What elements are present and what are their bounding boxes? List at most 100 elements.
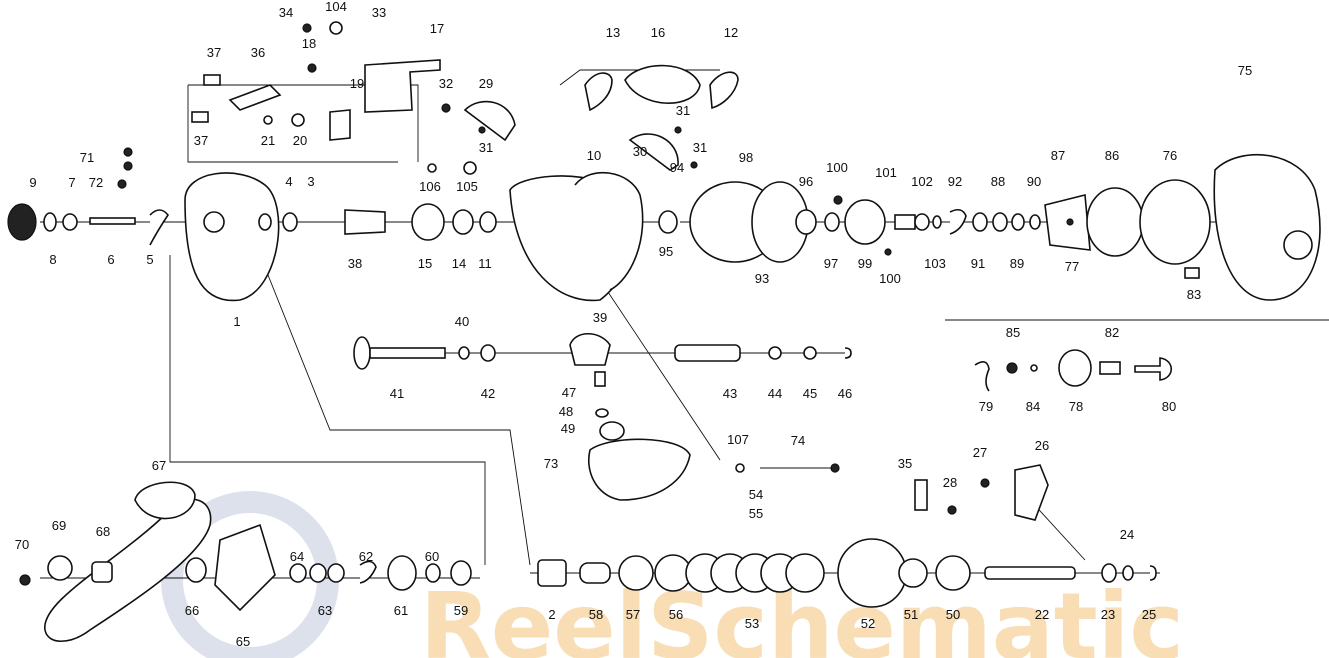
star-drag-9	[7, 203, 37, 241]
part-label-p31c: 31	[479, 140, 493, 155]
bearing-59	[450, 560, 472, 586]
part-label-p87: 87	[1051, 148, 1065, 163]
part-label-p28: 28	[943, 475, 957, 490]
group-bracket-top	[188, 84, 419, 162]
part-label-p65: 65	[236, 634, 250, 649]
screw-31c	[478, 126, 486, 134]
clip-103	[932, 215, 942, 229]
part-label-p103: 103	[924, 256, 946, 271]
part-label-p72: 72	[89, 175, 103, 190]
pawl-47	[594, 371, 606, 387]
screw-18	[307, 63, 317, 73]
washer-105	[463, 161, 477, 175]
handle-hub-65	[214, 523, 276, 612]
screw-28	[947, 505, 957, 515]
washer-8	[43, 212, 57, 232]
part-label-p27: 27	[973, 445, 987, 460]
part-label-p8: 8	[49, 252, 56, 267]
washer-63a	[309, 563, 327, 583]
clip-62	[359, 560, 377, 584]
part-label-p31b: 31	[693, 140, 707, 155]
part-label-p49: 49	[561, 421, 575, 436]
bearing-95	[658, 210, 678, 234]
part-label-p37a: 37	[207, 45, 221, 60]
part-label-p45: 45	[803, 386, 817, 401]
clip-25	[1149, 565, 1157, 581]
screw-100b	[884, 248, 892, 256]
clip-106	[427, 163, 437, 173]
screw-27	[980, 478, 990, 488]
screw-70	[19, 574, 31, 586]
clip-46	[844, 347, 852, 359]
part-label-p32: 32	[439, 76, 453, 91]
part-label-p78: 78	[1069, 399, 1083, 414]
washer-51	[898, 558, 928, 588]
clip-21	[263, 115, 273, 125]
bearing-96	[795, 209, 817, 235]
part-label-p105: 105	[456, 179, 478, 194]
bearing-4	[282, 212, 298, 232]
part-shapes	[7, 21, 1321, 643]
part-label-p90: 90	[1027, 174, 1041, 189]
ring-60	[425, 563, 441, 583]
nut-68	[91, 561, 113, 583]
clip-5	[149, 209, 169, 246]
part-label-p17: 17	[430, 21, 444, 36]
part-label-p75: 75	[1238, 63, 1252, 78]
part-label-p34: 34	[279, 5, 293, 20]
ring-90	[1029, 214, 1041, 230]
washer-63b	[327, 563, 345, 583]
part-label-p23: 23	[1101, 607, 1115, 622]
part-label-p16: 16	[651, 25, 665, 40]
bearing-42	[480, 344, 496, 362]
part-label-p64: 64	[290, 549, 304, 564]
part-label-p35: 35	[898, 456, 912, 471]
cover-knob	[1283, 230, 1313, 260]
guide-39	[569, 332, 611, 366]
washer-107	[735, 463, 745, 473]
washer-48	[595, 408, 609, 418]
part-label-p14: 14	[452, 256, 466, 271]
part-label-p4: 4	[285, 174, 292, 189]
part-label-p96: 96	[799, 174, 813, 189]
bearing-88	[992, 212, 1008, 232]
clip-84	[1030, 364, 1038, 372]
bearing-2	[537, 559, 567, 587]
part-label-p77: 77	[1065, 259, 1079, 274]
part-label-p88: 88	[991, 174, 1005, 189]
part-label-p29: 29	[479, 76, 493, 91]
part-label-p33: 33	[372, 5, 386, 20]
washer-89	[1011, 213, 1025, 231]
part-label-p69: 69	[52, 518, 66, 533]
part-label-p39: 39	[593, 310, 607, 325]
washer-40	[458, 346, 470, 360]
knob-78	[1058, 349, 1092, 387]
cap-49	[599, 421, 625, 441]
cover-12	[709, 71, 739, 110]
part-label-p36: 36	[251, 45, 265, 60]
spring-35	[914, 479, 928, 511]
part-label-p30: 30	[633, 144, 647, 159]
part-label-p83: 83	[1187, 287, 1201, 302]
worm-gear	[353, 336, 371, 370]
part-label-p18: 18	[302, 36, 316, 51]
screw-71a	[123, 147, 133, 157]
part-label-p99: 99	[858, 256, 872, 271]
spring-37b	[191, 111, 209, 123]
part-label-p70: 70	[15, 537, 29, 552]
part-label-p71: 71	[80, 150, 94, 165]
worm-shaft-41	[369, 347, 446, 359]
base-73	[588, 438, 691, 501]
part-label-p82: 82	[1105, 325, 1119, 340]
part-label-p5: 5	[146, 252, 153, 267]
part-label-p21: 21	[261, 133, 275, 148]
nut-61	[387, 555, 417, 591]
part-label-p26: 26	[1035, 438, 1049, 453]
part-label-p2: 2	[548, 607, 555, 622]
part-label-p63: 63	[318, 603, 332, 618]
part-label-p86: 86	[1105, 148, 1119, 163]
washer-20	[291, 113, 305, 127]
part-label-p15: 15	[418, 256, 432, 271]
spring-82	[1099, 361, 1121, 375]
